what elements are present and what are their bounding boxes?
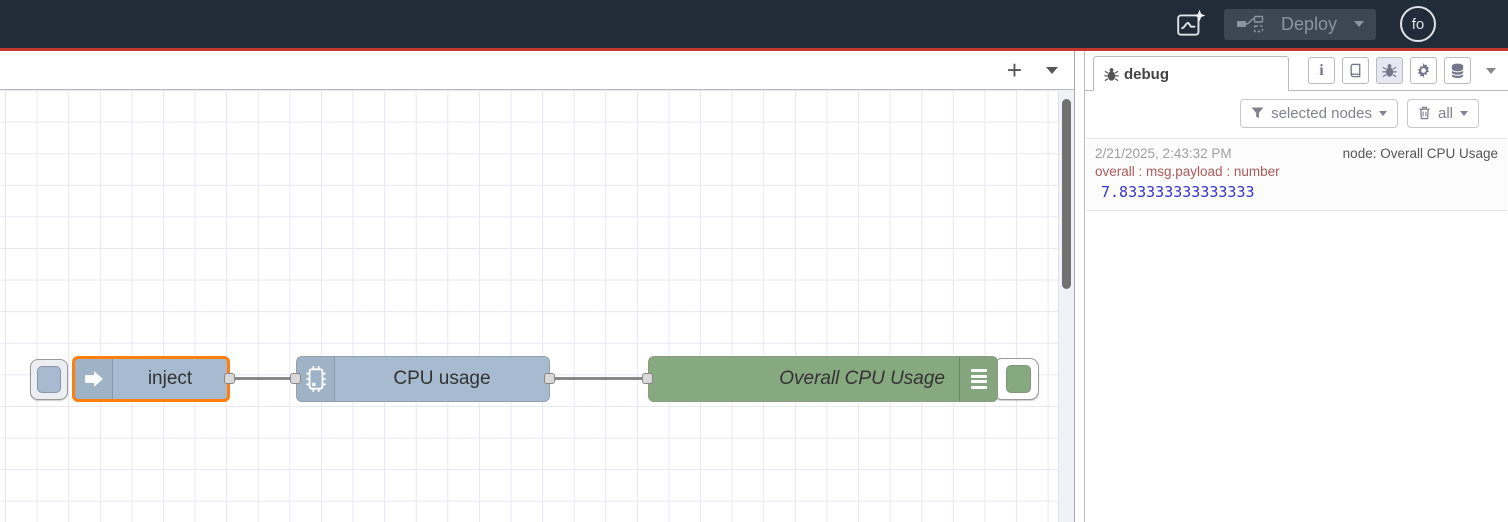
inject-trigger-button[interactable] bbox=[30, 359, 68, 400]
tab-debug[interactable]: debug bbox=[1093, 56, 1289, 91]
debug-message-property: overall : msg.payload : number bbox=[1095, 164, 1280, 179]
wire-cpu-to-debug[interactable] bbox=[549, 377, 650, 380]
chip-icon bbox=[305, 366, 326, 392]
deploy-icon bbox=[1237, 15, 1264, 33]
tab-debug-label: debug bbox=[1124, 65, 1169, 83]
wire-inject-to-cpu[interactable] bbox=[229, 377, 299, 380]
debug-clear-button[interactable]: all bbox=[1406, 98, 1479, 128]
node-cpu-usage-label: CPU usage bbox=[393, 368, 491, 389]
port-input-debug[interactable] bbox=[642, 373, 653, 384]
assistant-icon bbox=[1177, 9, 1206, 36]
canvas-vscrollbar-track[interactable] bbox=[1058, 90, 1074, 522]
sidebar-splitter[interactable] bbox=[1075, 51, 1084, 522]
node-cpu-usage[interactable]: CPU usage bbox=[296, 356, 550, 402]
deploy-button-label: Deploy bbox=[1280, 13, 1338, 34]
user-avatar-label: fo bbox=[1411, 15, 1425, 33]
context-data-button[interactable] bbox=[1444, 57, 1471, 84]
gear-icon bbox=[1417, 63, 1430, 78]
debug-message-value: 7.833333333333333 bbox=[1101, 183, 1255, 201]
deploy-button[interactable]: Deploy bbox=[1224, 8, 1376, 40]
debug-filter-button[interactable]: selected nodes bbox=[1240, 98, 1398, 128]
help-button[interactable] bbox=[1342, 57, 1369, 84]
header: Deploy fo bbox=[0, 0, 1508, 51]
debug-messages-button[interactable] bbox=[1376, 57, 1403, 84]
sidebar-menu-caret[interactable] bbox=[1486, 67, 1496, 74]
debug-clear-label: all bbox=[1437, 104, 1453, 122]
node-inject[interactable]: inject bbox=[72, 356, 230, 402]
node-overall-cpu-usage-label: Overall CPU Usage bbox=[779, 368, 945, 389]
sidebar: debug i bbox=[1084, 51, 1508, 522]
deploy-options-caret[interactable] bbox=[1354, 21, 1364, 27]
debug-lines-icon bbox=[970, 369, 987, 389]
node-inject-label: inject bbox=[147, 368, 193, 389]
port-input-cpu[interactable] bbox=[290, 373, 301, 384]
bug-icon bbox=[1382, 64, 1397, 78]
info-button[interactable]: i bbox=[1308, 57, 1335, 84]
user-avatar[interactable]: fo bbox=[1400, 6, 1436, 42]
assistant-button[interactable] bbox=[1170, 3, 1212, 45]
debug-message[interactable]: 2/21/2025, 2:43:32 PM node: Overall CPU … bbox=[1086, 138, 1507, 211]
config-nodes-button[interactable] bbox=[1410, 57, 1437, 84]
canvas-vscrollbar-thumb[interactable] bbox=[1062, 99, 1071, 289]
debug-toggle-button[interactable] bbox=[993, 358, 1039, 400]
inject-arrow-icon bbox=[84, 371, 103, 387]
canvas-pane: + inject bbox=[0, 51, 1075, 522]
port-output-inject[interactable] bbox=[224, 373, 235, 384]
debug-filter-label: selected nodes bbox=[1271, 104, 1372, 122]
debug-message-timestamp: 2/21/2025, 2:43:32 PM bbox=[1095, 146, 1232, 161]
node-overall-cpu-usage[interactable]: Overall CPU Usage bbox=[648, 356, 998, 402]
debug-message-node: node: Overall CPU Usage bbox=[1342, 146, 1498, 161]
flow-list-caret[interactable] bbox=[1046, 66, 1058, 74]
database-icon bbox=[1451, 63, 1464, 78]
book-icon bbox=[1350, 63, 1361, 78]
add-flow-button[interactable]: + bbox=[1006, 55, 1022, 85]
flow-canvas[interactable]: inject CPU usage bbox=[0, 90, 1074, 522]
port-output-cpu[interactable] bbox=[544, 373, 555, 384]
info-icon: i bbox=[1319, 61, 1324, 79]
funnel-icon bbox=[1251, 107, 1264, 119]
debug-filter-row: selected nodes all bbox=[1085, 91, 1508, 135]
main-menu-button[interactable] bbox=[1458, 12, 1490, 36]
flow-tabbar: + bbox=[0, 51, 1074, 90]
trash-icon bbox=[1419, 106, 1430, 120]
bug-icon bbox=[1104, 67, 1119, 81]
sidebar-header: debug i bbox=[1085, 51, 1508, 91]
